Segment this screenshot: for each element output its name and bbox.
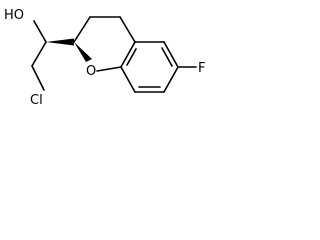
bond-ch2-cl [31, 65, 45, 91]
bond-c4a-c8a [120, 41, 136, 68]
wedge-bond-c2-o [74, 42, 92, 62]
bond-c-ch2 [31, 41, 47, 67]
bond-layer [31, 16, 197, 93]
chemical-structure-diagram: HO O F Cl [4, 8, 205, 108]
aromatic-inner-c4a-c8a [126, 48, 137, 66]
wedge-bond-c2-carbinol [46, 38, 74, 46]
chlorine-label: Cl [30, 93, 43, 108]
bond-c6-c7 [163, 66, 179, 93]
fluorine-label: F [198, 61, 205, 76]
bond-c5-c6 [163, 41, 179, 68]
hydroxyl-label: HO [4, 8, 24, 23]
bond-c4-c4a [119, 16, 136, 43]
bond-c8-c8a [120, 66, 136, 93]
bond-ho-c [33, 20, 47, 43]
bond-o-c8a [96, 66, 122, 72]
ring-oxygen-label: O [86, 64, 96, 79]
bond-c2-c3 [73, 16, 91, 43]
atom-labels: HO O F Cl [4, 8, 205, 108]
aromatic-inner-c5-c6 [161, 47, 173, 67]
